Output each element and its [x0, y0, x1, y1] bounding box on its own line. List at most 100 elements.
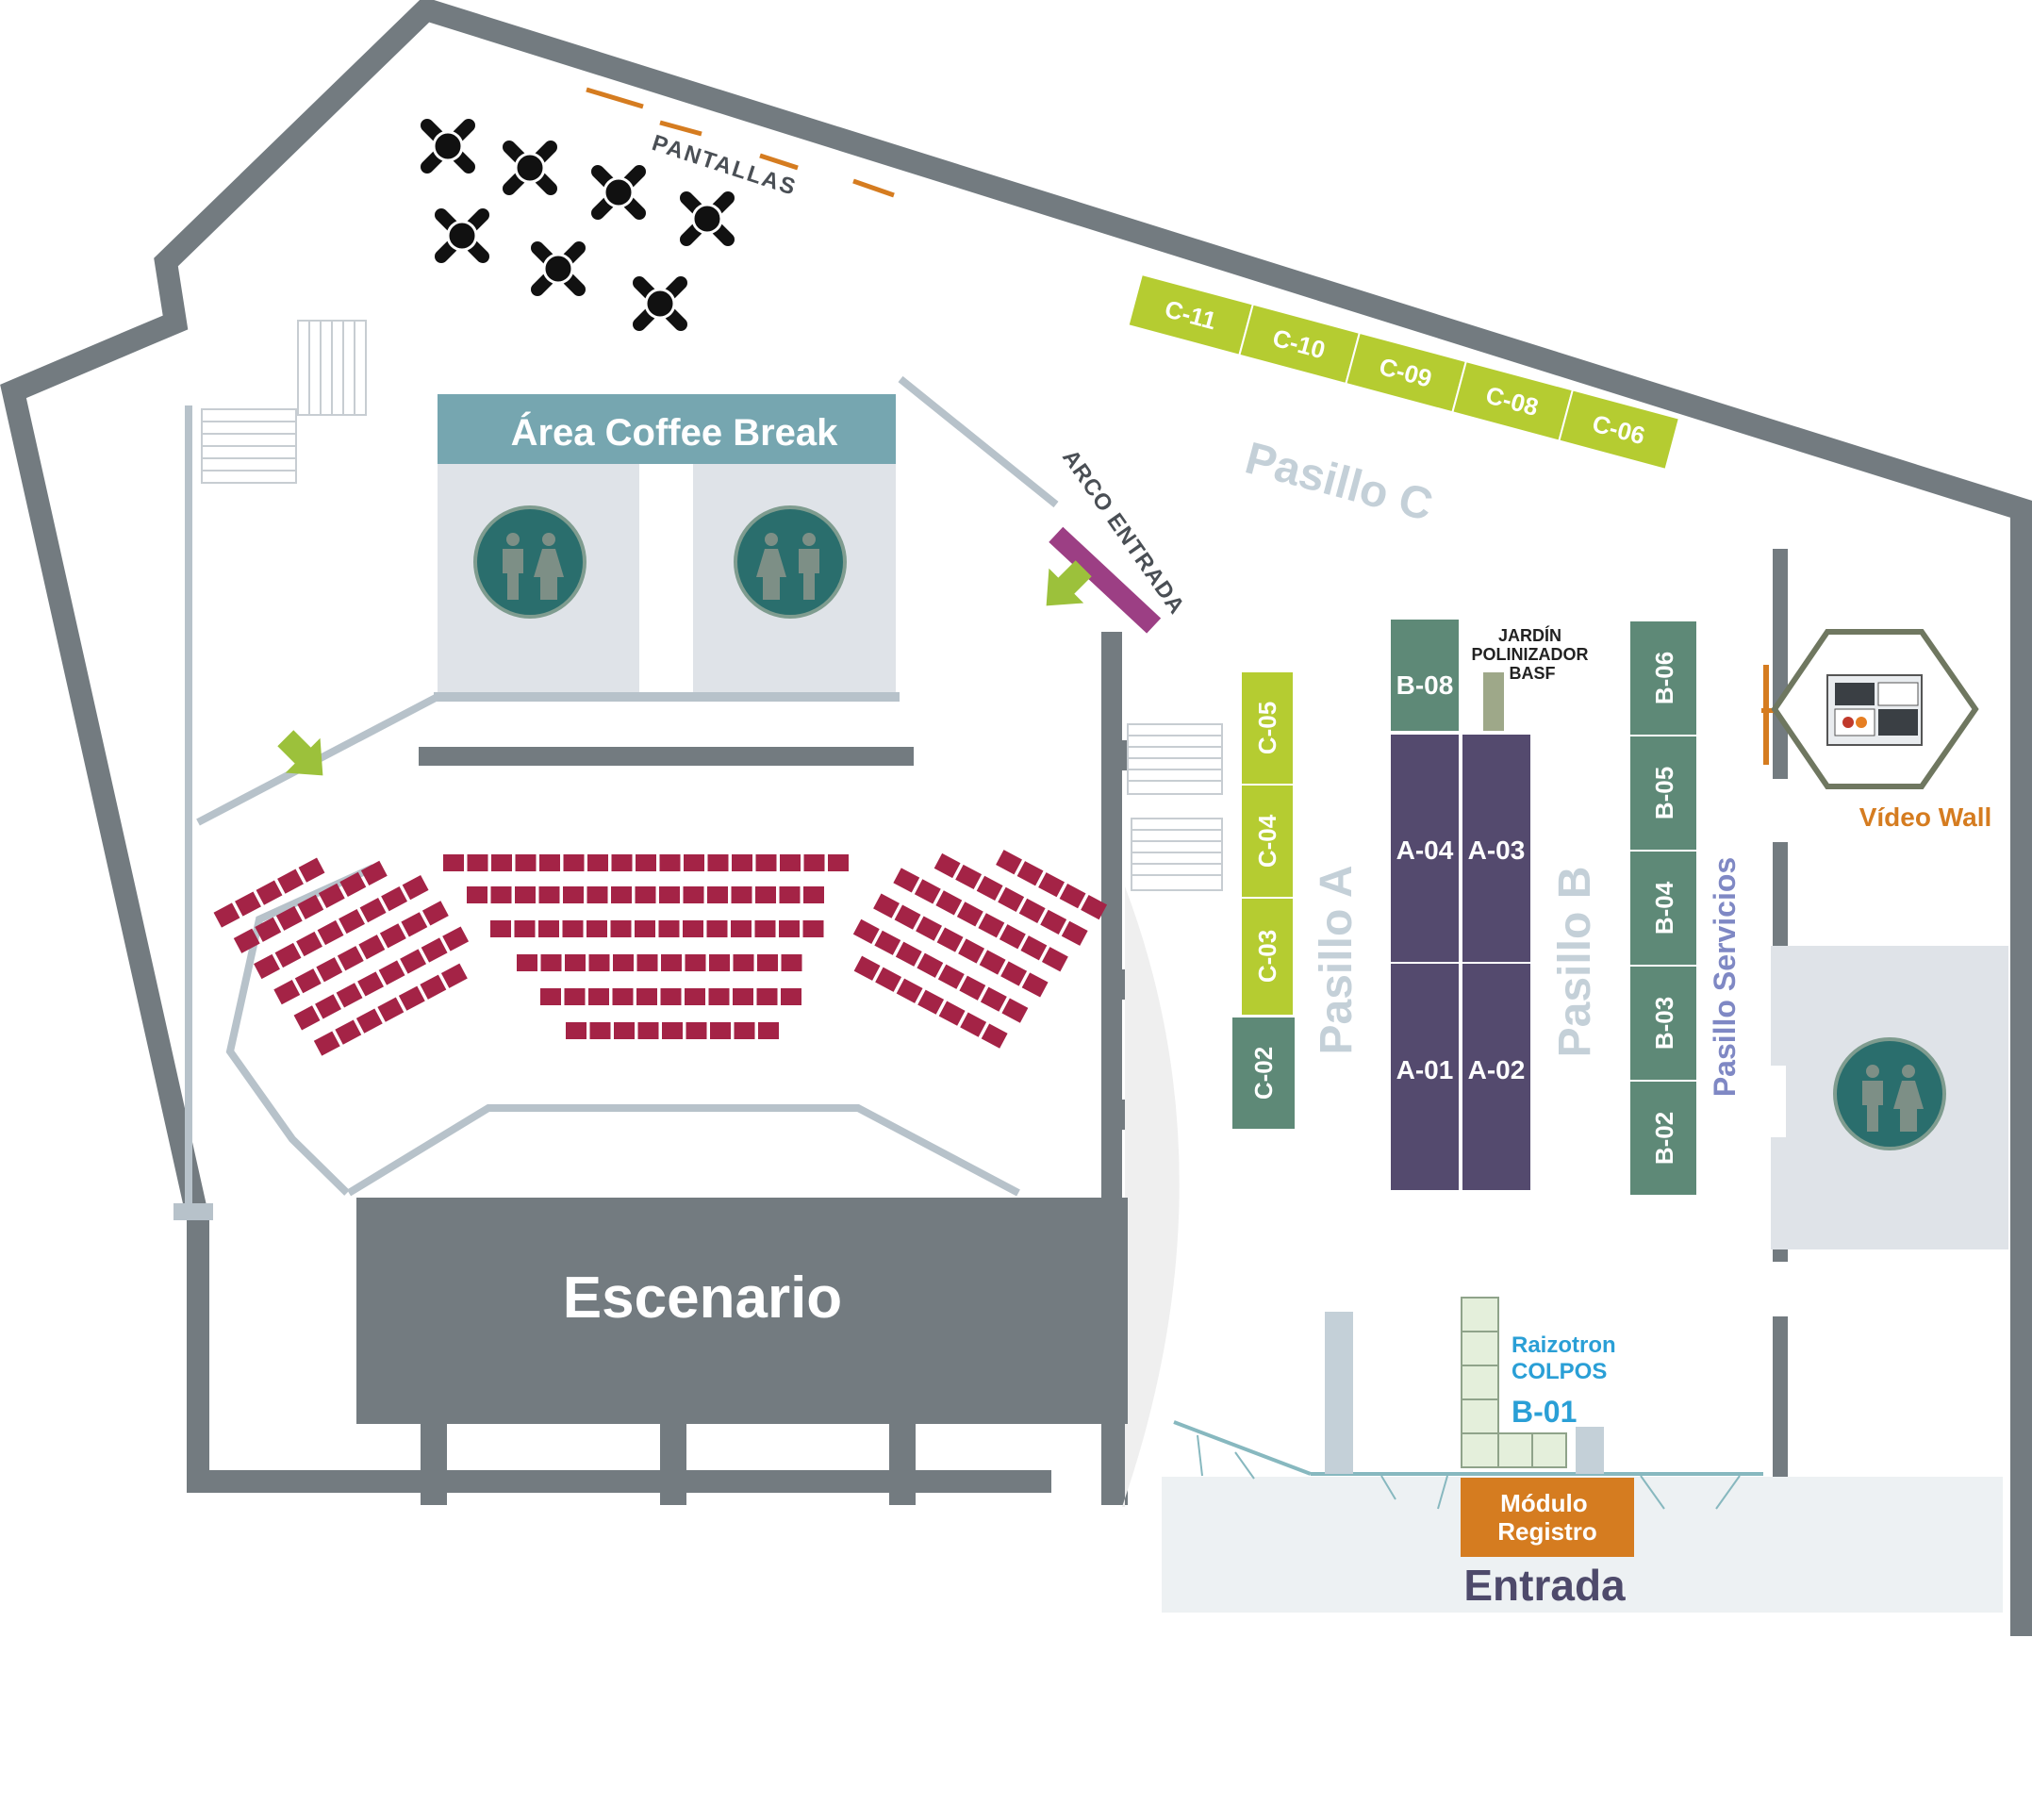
auditorium-seat	[339, 908, 365, 935]
auditorium-seat	[540, 954, 562, 971]
booth-label: C-04	[1253, 814, 1281, 868]
auditorium-seat	[467, 886, 487, 903]
auditorium-seat	[758, 1022, 779, 1039]
auditorium-seat	[586, 886, 608, 903]
booth-c-10[interactable]: C-10	[1238, 303, 1362, 386]
pasillo-servicios-label: Pasillo Servicios	[1708, 857, 1742, 1097]
auditorium-seat	[614, 1022, 635, 1039]
auditorium-seat	[421, 937, 448, 963]
auditorium-seat	[895, 941, 922, 967]
restroom-icon	[473, 505, 586, 619]
auditorium-seat	[1059, 884, 1086, 909]
jardin-polinizador-marker	[1483, 672, 1504, 731]
auditorium-seat	[733, 988, 753, 1005]
video-wall: Vídeo Wall	[1761, 629, 1991, 832]
auditorium-seat	[378, 960, 405, 985]
booth-b-02[interactable]: B-02	[1628, 1080, 1698, 1197]
auditorium-seat	[355, 1008, 383, 1034]
auditorium-seat	[233, 928, 260, 953]
auditorium-seat	[313, 1031, 340, 1056]
booth-a-01[interactable]: A-01	[1389, 962, 1461, 1192]
pasillo-b-label: Pasillo B	[1550, 867, 1600, 1058]
auditorium-seat	[661, 954, 682, 971]
auditorium-seat	[998, 886, 1025, 912]
auditorium-seat	[360, 860, 388, 886]
booth-b-01[interactable]: B-01	[1512, 1395, 1577, 1429]
auditorium-seat	[401, 912, 428, 937]
booth-b-04[interactable]: B-04	[1628, 850, 1698, 967]
auditorium-seat	[938, 1001, 966, 1026]
auditorium-seat	[803, 854, 825, 871]
auditorium-seat	[956, 902, 983, 927]
booth-a-03[interactable]: A-03	[1461, 733, 1532, 964]
booth-c-08[interactable]: C-08	[1451, 359, 1575, 442]
raizotron-module: Raizotron COLPOS B-01	[1461, 1297, 1616, 1468]
auditorium-seat	[659, 886, 680, 903]
curved-corridor	[1122, 886, 1180, 1507]
stage: Escenario	[356, 1198, 1128, 1424]
auditorium-seat	[658, 920, 680, 937]
auditorium-seat	[935, 890, 963, 916]
registration-module[interactable]: Módulo Registro	[1461, 1478, 1634, 1557]
booth-a-02[interactable]: A-02	[1461, 962, 1532, 1192]
booth-c-11[interactable]: C-11	[1127, 273, 1255, 356]
booth-c-06[interactable]: C-06	[1558, 389, 1681, 472]
jardin-label: JARDÍN POLINIZADOR BASF	[1471, 625, 1593, 683]
auditorium-seat	[298, 857, 325, 883]
auditorium-seat	[976, 875, 1003, 902]
arco-entrada	[1049, 526, 1162, 634]
building-walls	[0, 0, 2032, 1636]
booth-c-09[interactable]: C-09	[1345, 331, 1468, 414]
arrow-icon	[277, 730, 323, 776]
auditorium-seat	[636, 954, 658, 971]
booth-c-03[interactable]: C-03	[1240, 897, 1295, 1017]
booth-label: B-02	[1650, 1112, 1678, 1165]
auditorium-seat	[588, 988, 609, 1005]
registration-label: Módulo Registro	[1497, 1489, 1596, 1546]
pasillo-a-label: Pasillo A	[1312, 866, 1362, 1055]
auditorium-seat	[731, 886, 752, 903]
pantallas-label: PANTALLAS	[649, 130, 800, 201]
booth-a-04[interactable]: A-04	[1389, 733, 1461, 964]
restroom-icon	[1833, 1037, 1946, 1150]
auditorium-seat	[339, 871, 367, 898]
auditorium-seat	[1001, 998, 1029, 1023]
auditorium-seat	[635, 920, 655, 937]
auditorium-seat	[588, 954, 610, 971]
booth-b-06[interactable]: B-06	[1628, 620, 1698, 736]
auditorium-seat	[960, 1012, 987, 1037]
booth-b-05[interactable]: B-05	[1628, 735, 1698, 852]
auditorium-seat	[318, 883, 345, 908]
auditorium-seat	[917, 989, 945, 1015]
auditorium-seat	[637, 1022, 659, 1039]
auditorium-seat	[635, 886, 656, 903]
booth-label: A-01	[1396, 1055, 1454, 1084]
booth-b-08[interactable]: B-08	[1389, 618, 1461, 733]
arrow-icon	[1046, 560, 1092, 606]
auditorium-seat	[400, 949, 427, 974]
auditorium-seat	[275, 905, 303, 931]
auditorium-seat	[933, 852, 961, 879]
auditorium-seat	[636, 988, 657, 1005]
booth-c-05[interactable]: C-05	[1240, 670, 1295, 786]
auditorium-seat	[999, 924, 1026, 950]
booth-c-04[interactable]: C-04	[1240, 784, 1295, 899]
auditorium-seat	[707, 854, 729, 871]
auditorium-seats	[213, 850, 1108, 1056]
auditorium-seat	[755, 886, 776, 903]
auditorium-seat	[255, 917, 282, 942]
auditorium-seat	[874, 930, 901, 955]
booth-c-02[interactable]: C-02	[1231, 1016, 1297, 1131]
auditorium-seat	[235, 891, 261, 917]
coffee-break-area: Área Coffee Break	[434, 394, 900, 702]
auditorium-seat	[937, 964, 965, 989]
booth-b-03[interactable]: B-03	[1628, 965, 1698, 1082]
auditorium-seat	[377, 997, 405, 1022]
auditorium-seat	[662, 1022, 683, 1039]
video-wall-icon	[1826, 674, 1923, 746]
auditorium-seat	[317, 919, 344, 946]
auditorium-seat	[936, 927, 964, 952]
auditorium-seat	[852, 918, 880, 944]
auditorium-seat	[467, 854, 488, 871]
